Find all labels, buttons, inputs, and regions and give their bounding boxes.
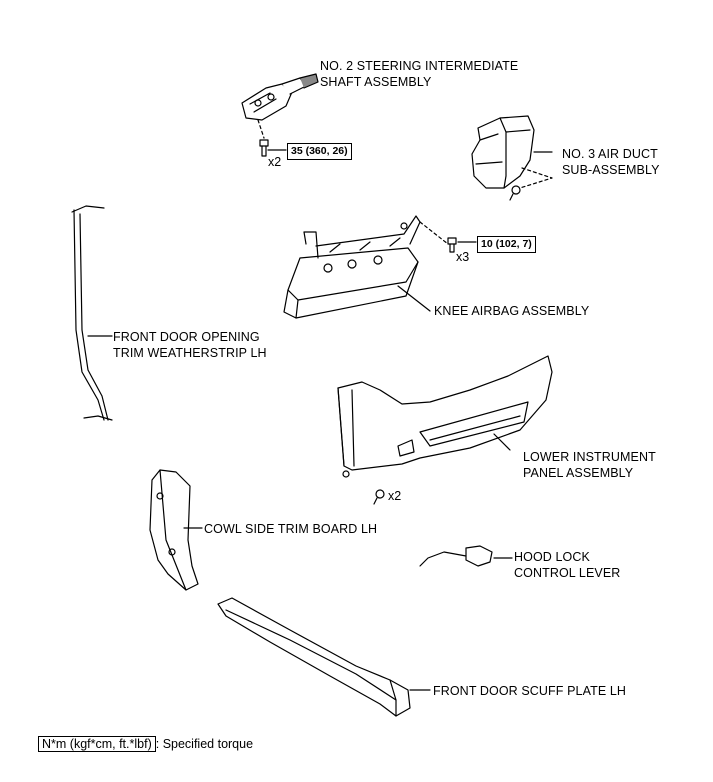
steering-bolt-qty: x2: [268, 155, 282, 169]
air-duct-label: NO. 3 AIR DUCT SUB-ASSEMBLY: [562, 147, 660, 177]
knee-airbag-part: [283, 215, 421, 319]
lower-panel-label: LOWER INSTRUMENT PANEL ASSEMBLY: [523, 450, 656, 480]
cowl-trim-label: COWL SIDE TRIM BOARD LH: [204, 522, 378, 536]
steering-shaft-label: NO. 2 STEERING INTERMEDIATE SHAFT ASSEMB…: [320, 59, 519, 89]
steering-torque-box: 35 (360, 26): [287, 143, 352, 160]
legend-text: : Specified torque: [155, 737, 254, 751]
air-duct-screw: [509, 185, 521, 201]
airbag-torque-box: 10 (102, 7): [477, 236, 536, 253]
scuff-plate-label: FRONT DOOR SCUFF PLATE LH: [433, 684, 627, 698]
scuff-plate-part: [217, 597, 411, 717]
steering-shaft-part: [241, 73, 319, 121]
air-duct-part: [471, 115, 535, 189]
panel-screw: [373, 489, 385, 505]
airbag-bolt-qty: x3: [456, 250, 470, 264]
weatherstrip-part: [71, 205, 113, 421]
torque-legend: N*m (kgf*cm, ft.*lbf): Specified torque: [38, 736, 253, 752]
knee-airbag-label: KNEE AIRBAG ASSEMBLY: [434, 304, 590, 318]
hood-lever-label: HOOD LOCK CONTROL LEVER: [514, 550, 621, 580]
hood-lever-part: [419, 545, 493, 567]
steering-bolt: [259, 139, 269, 157]
airbag-bolt: [447, 237, 457, 253]
lower-panel-part: [337, 355, 553, 478]
cowl-trim-part: [149, 469, 199, 591]
weatherstrip-label: FRONT DOOR OPENING TRIM WEATHERSTRIP LH: [113, 330, 267, 360]
legend-unit-box: N*m (kgf*cm, ft.*lbf): [38, 736, 156, 752]
panel-screw-qty: x2: [388, 489, 402, 503]
